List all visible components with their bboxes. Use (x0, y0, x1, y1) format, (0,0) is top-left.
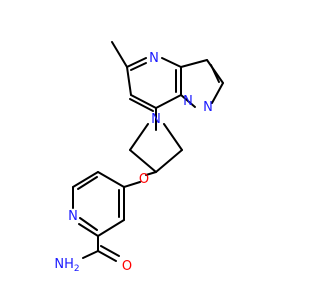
bond (180, 94, 196, 108)
bond (129, 98, 154, 112)
bond (100, 245, 120, 257)
bond (77, 176, 98, 190)
bond (97, 171, 125, 188)
atom-label-o: O (139, 172, 149, 187)
bond (97, 219, 125, 237)
bond (126, 57, 147, 68)
bond (211, 82, 224, 104)
bond (161, 57, 182, 68)
bond (82, 250, 99, 259)
atom-label-n: N (149, 51, 159, 66)
bond (145, 171, 157, 176)
bond (163, 123, 183, 151)
bond (97, 250, 117, 262)
bond (129, 123, 149, 151)
bond (155, 149, 183, 173)
bond (129, 149, 157, 173)
atom-label-n: N (183, 94, 193, 109)
bond (79, 217, 98, 231)
bond (180, 59, 208, 68)
bond (78, 223, 99, 237)
subscript-2: 2 (74, 264, 80, 274)
atom-label-n: N (203, 100, 213, 115)
nh-text: NH (54, 257, 74, 272)
bond (155, 94, 182, 109)
bond (72, 171, 99, 188)
atom-label-o: O (122, 259, 132, 274)
bonds (72, 41, 224, 262)
molecule-structure: N N N N O N NH2 O (54, 41, 224, 274)
bond (210, 64, 220, 83)
bond (126, 66, 132, 96)
atom-labels: N N N N O N NH2 O (54, 51, 212, 274)
bond (130, 62, 147, 71)
atom-label-n: N (68, 209, 78, 224)
bond (123, 181, 141, 188)
atom-label-n: N (151, 112, 161, 127)
atom-label-nh2: NH2 (54, 257, 79, 274)
bond (130, 94, 157, 109)
bond-methyl (111, 41, 128, 68)
